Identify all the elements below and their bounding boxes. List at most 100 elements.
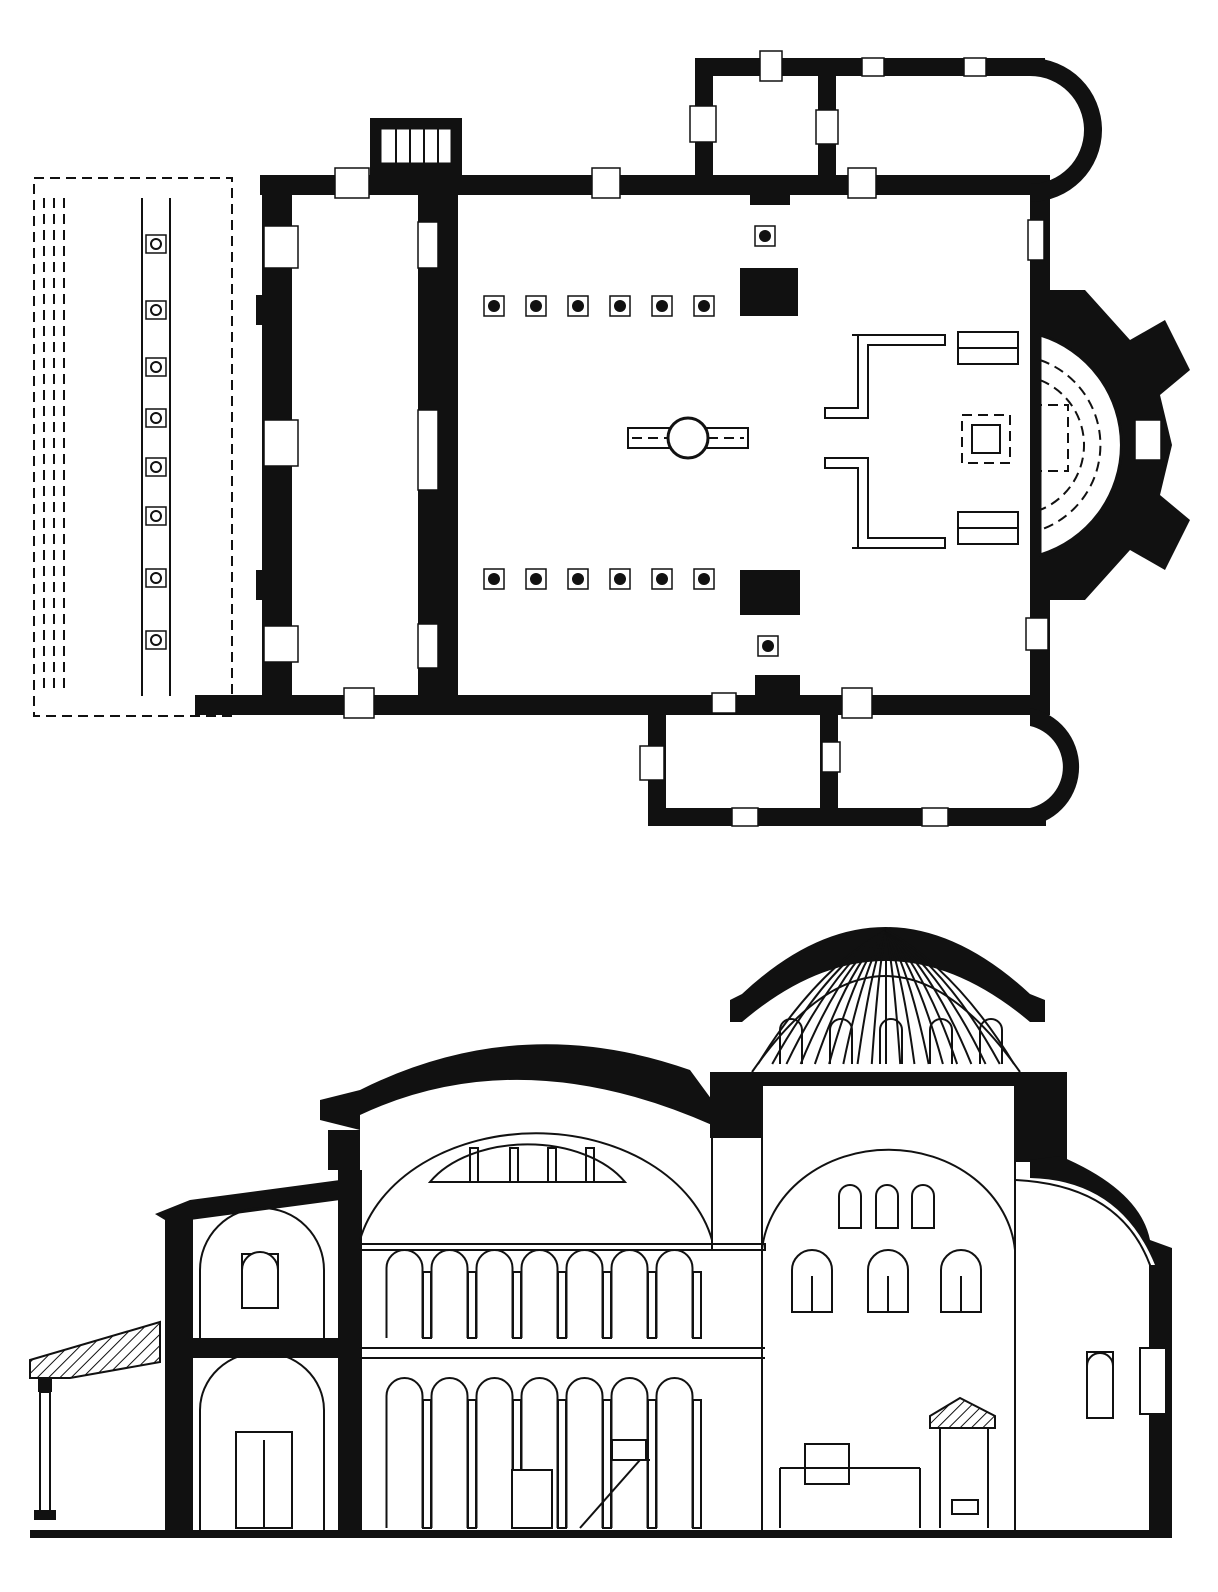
nave-column-north-core — [530, 300, 542, 312]
dome-window — [879, 1018, 903, 1064]
gallery-arcade — [385, 1249, 702, 1339]
dome-rib — [885, 929, 1001, 1065]
ground-arcade-bay — [430, 1377, 469, 1528]
ground-arcade-bay — [610, 1377, 649, 1528]
dome-rib — [885, 929, 916, 1065]
longitudinal-section — [29, 927, 1172, 1538]
altar — [961, 414, 1011, 464]
gallery-arcade-column — [512, 1271, 522, 1339]
apse-windows-upper — [838, 1184, 935, 1229]
apse-window-upper — [838, 1184, 862, 1229]
gallery-arcade-bay — [655, 1249, 694, 1338]
gallery-arcade-column — [467, 1271, 477, 1339]
ground-arcade-column — [467, 1399, 477, 1529]
nave-column-north-core — [656, 300, 668, 312]
atrium-column-core — [150, 572, 162, 584]
clerestory-window — [509, 1147, 519, 1183]
atrium-column — [145, 357, 167, 377]
dome-window — [929, 1018, 953, 1064]
nave-column-south-core — [572, 573, 584, 585]
nave-column-north-core — [572, 300, 584, 312]
nave-column-south-core — [530, 573, 542, 585]
ground-arcade — [385, 1377, 702, 1529]
nave-column-north-core — [488, 300, 500, 312]
atrium-columns — [145, 234, 167, 650]
ground-arcade-bay — [655, 1377, 694, 1528]
ground-arcade-column — [647, 1399, 657, 1529]
apse-window-lower — [940, 1249, 982, 1313]
clerestory-window — [547, 1147, 557, 1183]
atrium-column — [145, 457, 167, 477]
dome-ribs — [757, 929, 1015, 1065]
dome-rib — [828, 929, 887, 1065]
gallery-arcade-bay — [430, 1249, 469, 1338]
bema-windows — [712, 1184, 982, 1313]
dome-rib — [842, 929, 887, 1065]
gallery-arcade-bay — [475, 1249, 514, 1338]
nave-column-north-core — [614, 300, 626, 312]
dome-rib — [785, 929, 887, 1065]
dome-rib — [771, 929, 887, 1065]
atrium-column-core — [150, 238, 162, 250]
ground-arcade-column — [692, 1399, 702, 1529]
dome-window — [829, 1018, 853, 1064]
gallery-arcade-bay — [520, 1249, 559, 1338]
south-annex — [639, 705, 1080, 827]
nave-column-south-core — [488, 573, 500, 585]
atrium-outline — [33, 177, 233, 717]
nave-column-south-core — [698, 573, 710, 585]
dome-rib — [885, 929, 930, 1065]
ground-arcade-bay — [385, 1377, 424, 1528]
chancel-barrier — [824, 331, 1019, 549]
dome-rib — [885, 929, 902, 1065]
dome-rib — [885, 929, 987, 1065]
gallery-arcade-column — [557, 1271, 567, 1339]
atrium-column — [145, 568, 167, 588]
gallery-arcade-column — [692, 1271, 702, 1339]
atrium-column — [145, 506, 167, 526]
atrium-column-core — [150, 304, 162, 316]
wall-openings — [263, 167, 1049, 719]
ground-arcade-column — [557, 1399, 567, 1529]
dome-window — [979, 1018, 1003, 1064]
dome-rib — [856, 929, 887, 1065]
ground-arcade-bay — [565, 1377, 604, 1528]
atrium-column-core — [150, 510, 162, 522]
dome-rib — [885, 929, 944, 1065]
ground-arcade-bay — [475, 1377, 514, 1528]
bema-furniture — [779, 1396, 996, 1528]
atrium-column-core — [150, 361, 162, 373]
dome-rib — [813, 929, 887, 1065]
atrium-column — [145, 408, 167, 428]
dome-rib — [799, 929, 887, 1065]
dome-rib — [885, 929, 959, 1065]
north-annex — [689, 50, 1102, 202]
clerestory-window — [585, 1147, 595, 1183]
nave-section — [320, 1044, 766, 1529]
dome — [710, 927, 1067, 1530]
apse-section — [1014, 1156, 1172, 1530]
dome-window — [779, 1018, 803, 1064]
dome-rib — [885, 929, 973, 1065]
detached-piers — [754, 225, 779, 657]
gallery-arcade-column — [647, 1271, 657, 1339]
gallery-arcade-bay — [565, 1249, 604, 1338]
ground-arcade-bay — [520, 1377, 559, 1528]
ground-arcade-column — [422, 1399, 432, 1529]
gallery-arcade-column — [422, 1271, 432, 1339]
apse-window-lower — [791, 1249, 833, 1313]
narthex-section — [155, 1170, 362, 1530]
gallery-arcade-bay — [610, 1249, 649, 1338]
clerestory-windows — [469, 1147, 595, 1183]
apse-window-upper — [911, 1184, 935, 1229]
apse-window-upper — [875, 1184, 899, 1229]
outer-walls — [195, 175, 1050, 715]
nave-column-south-core — [656, 573, 668, 585]
apse-windows-lower — [791, 1249, 982, 1313]
apse-window-lower — [867, 1249, 909, 1313]
nave-column-north-core — [698, 300, 710, 312]
porch — [29, 1320, 161, 1520]
floor-plan — [33, 50, 1190, 827]
dome-rib — [757, 929, 887, 1065]
